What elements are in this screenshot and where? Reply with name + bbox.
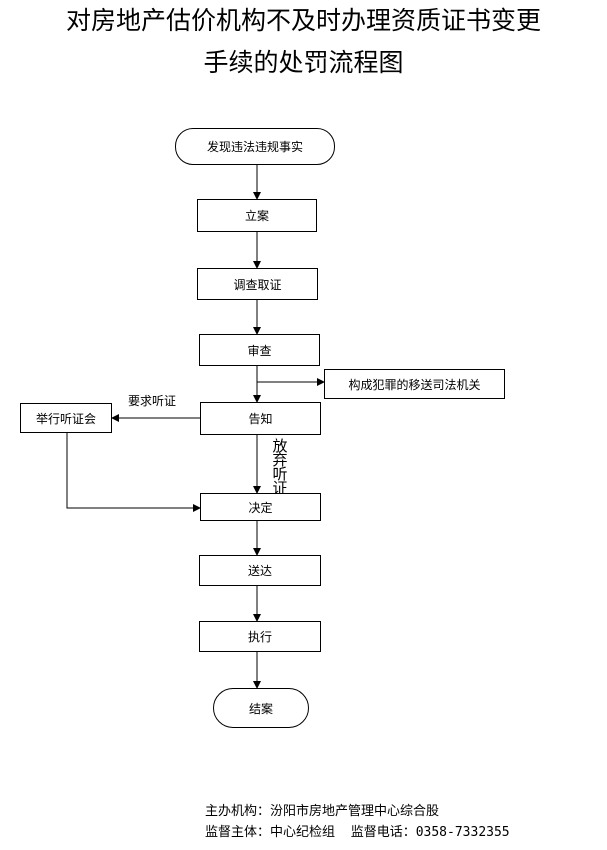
node-hearing: 举行听证会 [20,403,112,433]
footer-organizer-row: 主办机构：汾阳市房地产管理中心综合股 [205,800,439,819]
label-waive-char: 证 [272,479,288,497]
footer-organizer: 汾阳市房地产管理中心综合股 [270,804,440,819]
footer-phone-label: 监督电话： [350,825,416,840]
label-request-hearing: 要求听证 [128,394,177,408]
footer-organizer-label: 主办机构： [205,804,271,819]
node-start: 发现违法违规事实 [175,128,335,165]
page-title-line-1: 对房地产估价机构不及时办理资质证书变更 [65,6,541,35]
footer-phone: 0358-7332355 [415,825,510,840]
page-title-line-2: 手续的处罚流程图 [203,48,404,77]
label-waive-char: 听 [272,465,288,483]
label-waive-char: 弃 [272,451,288,469]
node-file-case: 立案 [197,199,317,232]
footer-supervisor-label: 监督主体： [205,825,271,840]
node-close: 结案 [213,688,309,728]
node-criminal-transfer: 构成犯罪的移送司法机关 [324,369,505,399]
label-waive-char: 放 [272,437,288,455]
node-execute: 执行 [199,621,321,652]
node-notify: 告知 [200,402,321,435]
node-review: 审查 [199,334,320,366]
node-decision: 决定 [200,493,321,521]
footer-supervisor-row: 监督主体：中心纪检组 监督电话：0358-7332355 [205,821,510,840]
footer-supervisor: 中心纪检组 [270,825,336,840]
node-deliver: 送达 [199,555,321,586]
node-investigate: 调查取证 [197,268,318,300]
arrow-hearing-to-decision [66,433,201,512]
